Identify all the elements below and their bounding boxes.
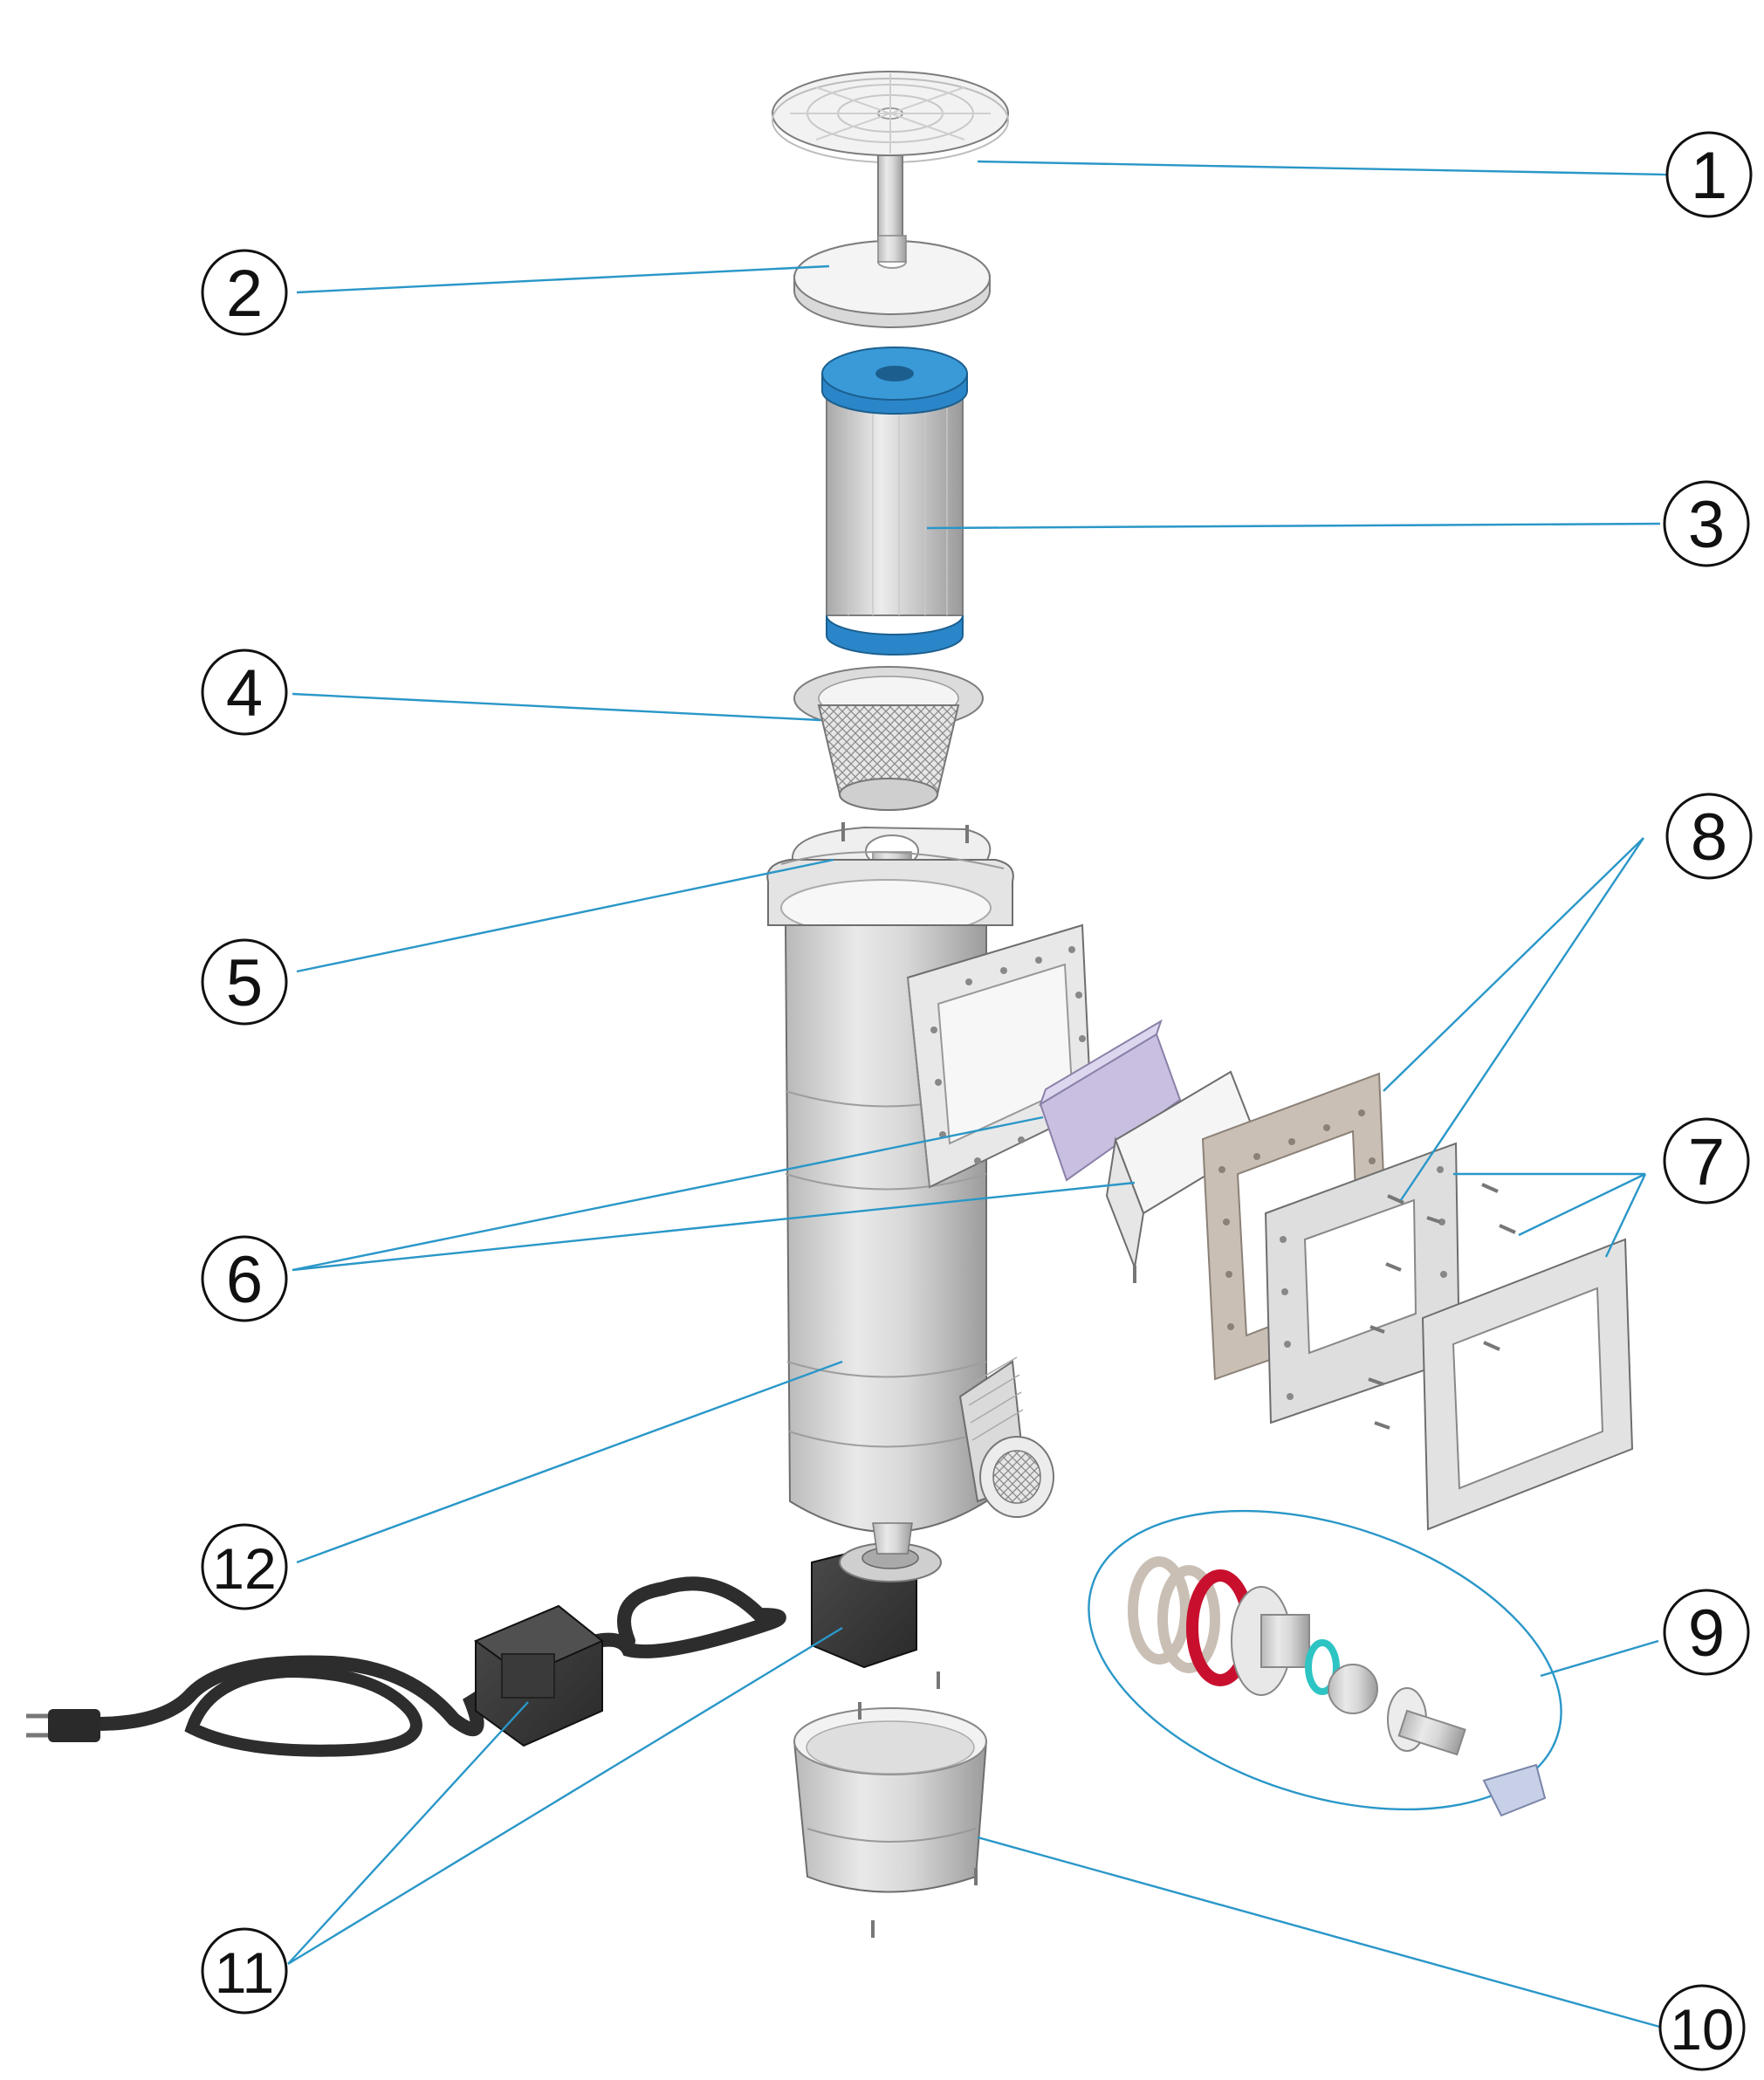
inlet-fitting-part xyxy=(1088,1509,1562,1817)
callout-6-label: 6 xyxy=(226,1243,263,1317)
callout-3-label: 3 xyxy=(1688,488,1725,562)
callout-7-label: 7 xyxy=(1688,1125,1725,1199)
callout-5-label: 5 xyxy=(226,946,263,1020)
lid-part xyxy=(772,71,1009,261)
weir-plate-part xyxy=(793,235,991,328)
callout-12-label: 12 xyxy=(212,1536,276,1601)
callout-5: 5 xyxy=(201,938,288,1026)
callout-1: 1 xyxy=(1665,131,1753,218)
weir-flap-part xyxy=(1039,1019,1260,1283)
callout-6: 6 xyxy=(201,1235,288,1322)
leader-lines xyxy=(287,160,1668,2029)
callout-10-label: 10 xyxy=(1670,1997,1733,2062)
faceplate-frame-part xyxy=(1264,1142,1461,1430)
callout-12: 12 xyxy=(201,1523,288,1610)
callout-9: 9 xyxy=(1663,1589,1750,1676)
callout-11-label: 11 xyxy=(215,1940,275,2005)
cover-frame-part xyxy=(1421,1183,1634,1531)
pump-transformer-part xyxy=(26,1522,942,1757)
callout-7: 7 xyxy=(1663,1117,1750,1205)
callout-3: 3 xyxy=(1663,480,1750,567)
callout-9-label: 9 xyxy=(1688,1596,1725,1671)
callout-4: 4 xyxy=(201,649,288,736)
skimmer-body-part xyxy=(766,851,1093,1533)
callout-2-label: 2 xyxy=(226,257,263,331)
callout-8-label: 8 xyxy=(1691,800,1727,875)
callout-4-label: 4 xyxy=(226,656,263,731)
callout-11: 11 xyxy=(201,1927,288,2015)
callout-1-label: 1 xyxy=(1691,139,1727,213)
callout-10: 10 xyxy=(1658,1984,1746,2071)
callout-8: 8 xyxy=(1665,793,1753,880)
basket-part xyxy=(793,666,984,811)
collar-ring-part xyxy=(793,1672,988,1938)
callout-2: 2 xyxy=(201,249,288,336)
filter-cartridge-part xyxy=(821,347,968,656)
